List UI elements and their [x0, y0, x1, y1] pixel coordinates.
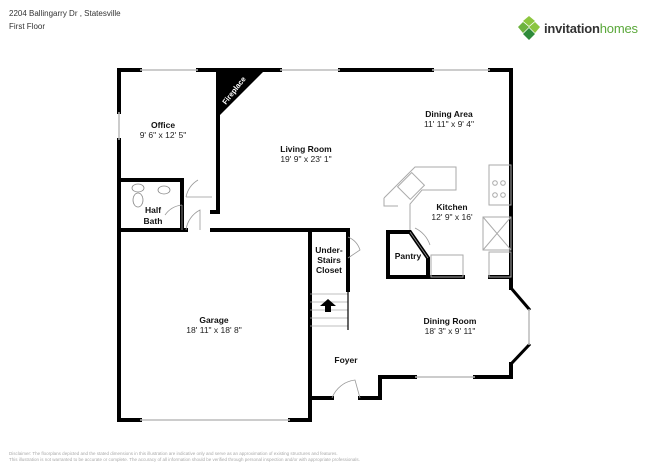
room-name-living: Living Room [280, 144, 332, 154]
half-bath-fixtures [131, 183, 171, 208]
room-dims-office: 9' 6" x 12' 5" [140, 130, 187, 140]
pantry-label: Pantry [395, 251, 422, 261]
windows [118, 69, 530, 421]
foyer-label: Foyer [334, 355, 358, 365]
logo-word-invitation: invitation [544, 20, 600, 36]
room-name-kitchen: Kitchen [436, 202, 467, 212]
room-name-garage: Garage [199, 315, 229, 325]
room-dims-dining-room: 18' 3" x 9' 11" [425, 326, 476, 336]
logo-mark-icon [518, 16, 540, 40]
half-bath-label-1: Half [145, 205, 161, 215]
room-name-office: Office [151, 120, 175, 130]
floor-label: First Floor [9, 22, 45, 31]
half-bath-label-2: Bath [144, 216, 163, 226]
disclaimer-line-1: Disclaimer: The floorplans depicted and … [9, 451, 338, 456]
stairs [310, 290, 349, 330]
room-dims-dining-area: 11' 11" x 9' 4" [424, 119, 474, 129]
room-dims-garage: 18' 11" x 18' 8" [186, 325, 241, 335]
fireplace [218, 70, 265, 117]
address: 2204 Ballingarry Dr , Statesville [9, 9, 121, 18]
closet-label-3: Closet [316, 265, 342, 275]
room-dims-living: 19' 9" x 23' 1" [280, 154, 331, 164]
stairs-up-arrow-icon [320, 299, 336, 312]
room-name-dining-area: Dining Area [425, 109, 473, 119]
closet-label-1: Under- [315, 245, 343, 255]
doors [164, 179, 431, 399]
room-dims-kitchen: 12' 9" x 16' [431, 212, 473, 222]
closet-label-2: Stairs [317, 255, 341, 265]
kitchen-counters [383, 164, 512, 278]
room-name-dining-room: Dining Room [424, 316, 477, 326]
logo-word-homes: homes [599, 20, 638, 36]
